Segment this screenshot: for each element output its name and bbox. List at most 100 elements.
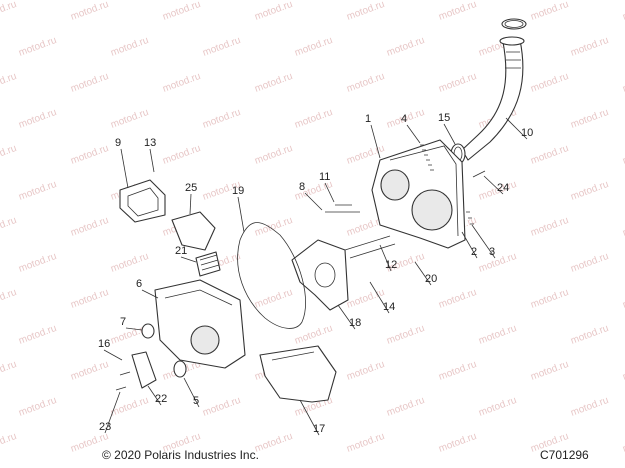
leader-line-4 (406, 124, 421, 144)
watermark: motod.ru (437, 71, 478, 95)
watermark: motod.ru (477, 395, 518, 419)
long-bolts-part (325, 204, 396, 259)
watermark: motod.ru (385, 323, 426, 347)
watermark: motod.ru (0, 215, 18, 239)
watermark: motod.ru (253, 71, 294, 95)
watermark: motod.ru (437, 431, 478, 455)
callout-10: 10 (521, 127, 533, 139)
watermark: motod.ru (529, 215, 570, 239)
callout-18: 18 (349, 317, 361, 329)
leader-line-16 (103, 349, 123, 361)
watermark: motod.ru (477, 251, 518, 275)
watermark: motod.ru (621, 143, 625, 167)
seal-housing-part (171, 211, 216, 251)
inner-cover-part (154, 279, 246, 369)
watermark: motod.ru (0, 71, 18, 95)
leader-line-6 (141, 289, 159, 299)
callout-19: 19 (232, 185, 244, 197)
watermark: motod.ru (529, 0, 570, 23)
leader-line-13 (149, 148, 155, 173)
watermark: motod.ru (293, 35, 334, 59)
watermark: motod.ru (109, 251, 150, 275)
o-ring-part (141, 323, 187, 378)
watermark: motod.ru (109, 107, 150, 131)
air-duct-part (461, 18, 527, 161)
leader-line-5 (183, 377, 200, 408)
callout-23: 23 (99, 421, 111, 433)
watermark: motod.ru (569, 107, 610, 131)
watermark: motod.ru (69, 71, 110, 95)
watermark: motod.ru (569, 35, 610, 59)
watermark: motod.ru (621, 215, 625, 239)
watermark: motod.ru (17, 323, 58, 347)
watermark: motod.ru (345, 0, 386, 23)
callout-16: 16 (98, 338, 110, 350)
watermark: motod.ru (253, 0, 294, 23)
bracket-part (119, 179, 166, 223)
callout-25: 25 (185, 182, 197, 194)
callout-15: 15 (438, 112, 450, 124)
watermark: motod.ru (569, 395, 610, 419)
watermark: motod.ru (161, 0, 202, 23)
watermark: motod.ru (621, 71, 625, 95)
leader-line-21 (180, 256, 197, 263)
watermark: motod.ru (293, 323, 334, 347)
watermark: motod.ru (345, 71, 386, 95)
watermark: motod.ru (17, 179, 58, 203)
callout-2: 2 (471, 246, 477, 258)
leader-lines (103, 117, 528, 436)
watermark: motod.ru (385, 395, 426, 419)
callout-1: 1 (365, 113, 371, 125)
leader-line-11 (324, 182, 335, 203)
callout-11: 11 (319, 171, 330, 183)
gasket-part (237, 222, 306, 329)
watermark: motod.ru (437, 0, 478, 23)
watermark: motod.ru (529, 359, 570, 383)
heat-shield-part (259, 345, 337, 403)
watermark: motod.ru (0, 287, 18, 311)
callout-7: 7 (120, 316, 126, 328)
leader-line-20 (414, 261, 432, 286)
watermark: motod.ru (477, 323, 518, 347)
figure-id-label: C701296 (540, 448, 589, 462)
small-bracket-part (115, 351, 157, 391)
watermark: motod.ru (253, 431, 294, 455)
watermark: motod.ru (253, 143, 294, 167)
leader-line-1 (370, 124, 381, 159)
leader-line-3 (471, 224, 496, 259)
callout-13: 13 (144, 137, 156, 149)
watermark: motod.ru (17, 395, 58, 419)
leader-line-9 (120, 148, 129, 189)
leader-line-15 (443, 123, 456, 145)
watermark: motod.ru (621, 431, 625, 455)
watermark: motod.ru (385, 35, 426, 59)
leader-line-25 (189, 193, 192, 215)
watermark: motod.ru (0, 431, 18, 455)
leader-line-2 (461, 231, 478, 259)
watermark: motod.ru (161, 71, 202, 95)
watermark: motod.ru (69, 359, 110, 383)
watermark: motod.ru (109, 395, 150, 419)
watermark: motod.ru (17, 251, 58, 275)
leader-line-22 (147, 385, 162, 406)
leader-line-19 (237, 196, 245, 233)
cover-bolts-part (420, 144, 486, 225)
watermark: motod.ru (293, 107, 334, 131)
callout-12: 12 (385, 259, 397, 271)
leader-line-8 (304, 192, 323, 211)
copyright-notice: © 2020 Polaris Industries Inc. (102, 448, 259, 462)
watermark: motod.ru (69, 215, 110, 239)
callout-21: 21 (175, 245, 187, 257)
callout-20: 20 (425, 273, 437, 285)
watermark: motod.ru (0, 0, 18, 23)
watermark: motod.ru (569, 323, 610, 347)
watermark: motod.ru (621, 359, 625, 383)
leader-line-23 (104, 391, 121, 434)
leader-line-7 (125, 327, 143, 331)
watermark: motod.ru (201, 35, 242, 59)
callout-6: 6 (136, 278, 142, 290)
watermark: motod.ru (201, 107, 242, 131)
callout-14: 14 (383, 301, 395, 313)
